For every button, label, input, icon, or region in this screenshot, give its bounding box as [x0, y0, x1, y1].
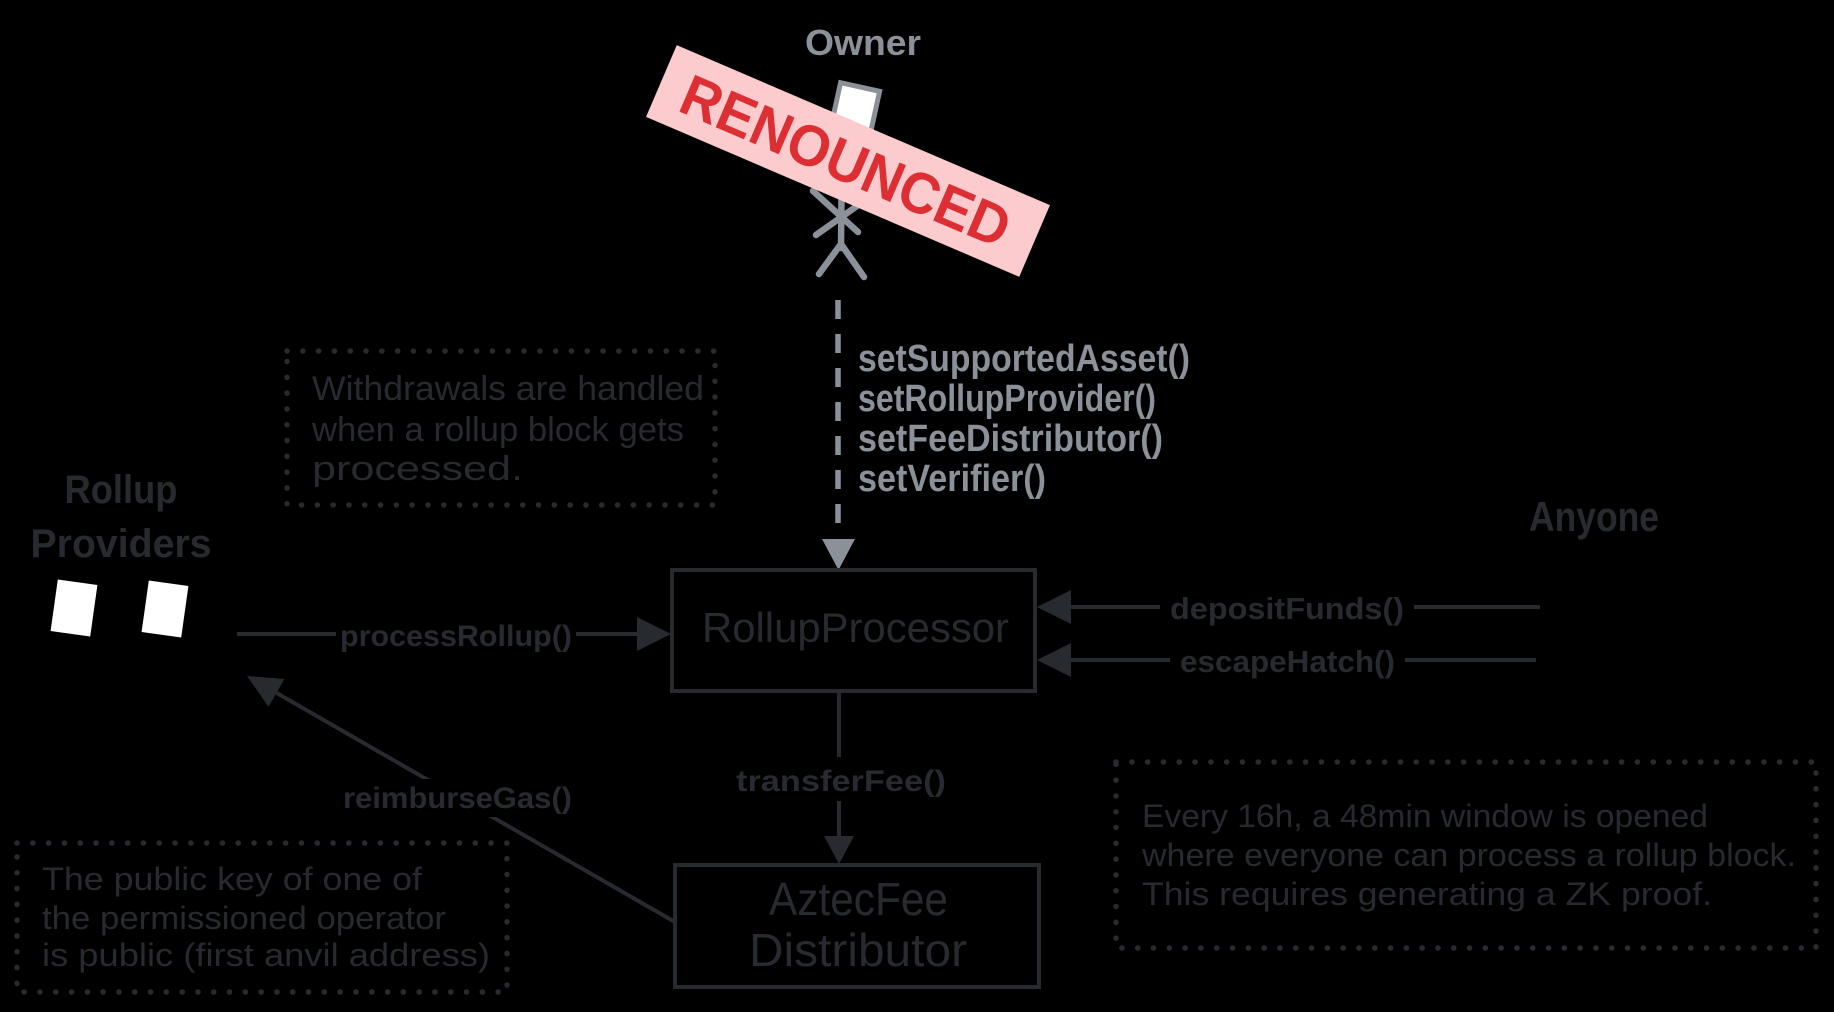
svg-text:escapeHatch(): escapeHatch()	[1180, 644, 1395, 679]
svg-text:AztecFee: AztecFee	[769, 873, 948, 925]
svg-text:setVerifier(): setVerifier()	[858, 458, 1046, 500]
svg-text:Distributor: Distributor	[749, 924, 967, 976]
svg-text:transferFee(): transferFee()	[736, 765, 946, 798]
svg-text:Providers: Providers	[31, 522, 212, 566]
svg-text:Owner: Owner	[805, 22, 921, 63]
svg-text:RollupProcessor: RollupProcessor	[702, 604, 1009, 651]
svg-text:depositFunds(): depositFunds()	[1170, 591, 1404, 626]
svg-text:Anyone: Anyone	[1529, 493, 1659, 540]
svg-text:This requires generating a ZK: This requires generating a ZK proof.	[1142, 876, 1712, 912]
svg-text:is public (first anvil address: is public (first anvil address)	[42, 937, 490, 973]
svg-text:Every 16h, a 48min window is o: Every 16h, a 48min window is opened	[1142, 798, 1708, 834]
svg-text:processRollup(): processRollup()	[340, 620, 572, 653]
svg-text:the permissioned operator: the permissioned operator	[42, 900, 446, 936]
svg-text:The public key of one of: The public key of one of	[42, 861, 422, 897]
svg-text:processed.: processed.	[312, 450, 523, 488]
svg-text:Withdrawals are handled: Withdrawals are handled	[312, 370, 704, 408]
svg-text:setRollupProvider(): setRollupProvider()	[858, 378, 1156, 420]
svg-text:when a rollup block gets: when a rollup block gets	[311, 411, 684, 449]
svg-text:setSupportedAsset(): setSupportedAsset()	[858, 338, 1190, 380]
svg-text:reimburseGas(): reimburseGas()	[343, 782, 572, 815]
svg-text:setFeeDistributor(): setFeeDistributor()	[858, 418, 1163, 460]
svg-text:Rollup: Rollup	[65, 468, 178, 512]
svg-text:where everyone can process a r: where everyone can process a rollup bloc…	[1141, 837, 1796, 873]
